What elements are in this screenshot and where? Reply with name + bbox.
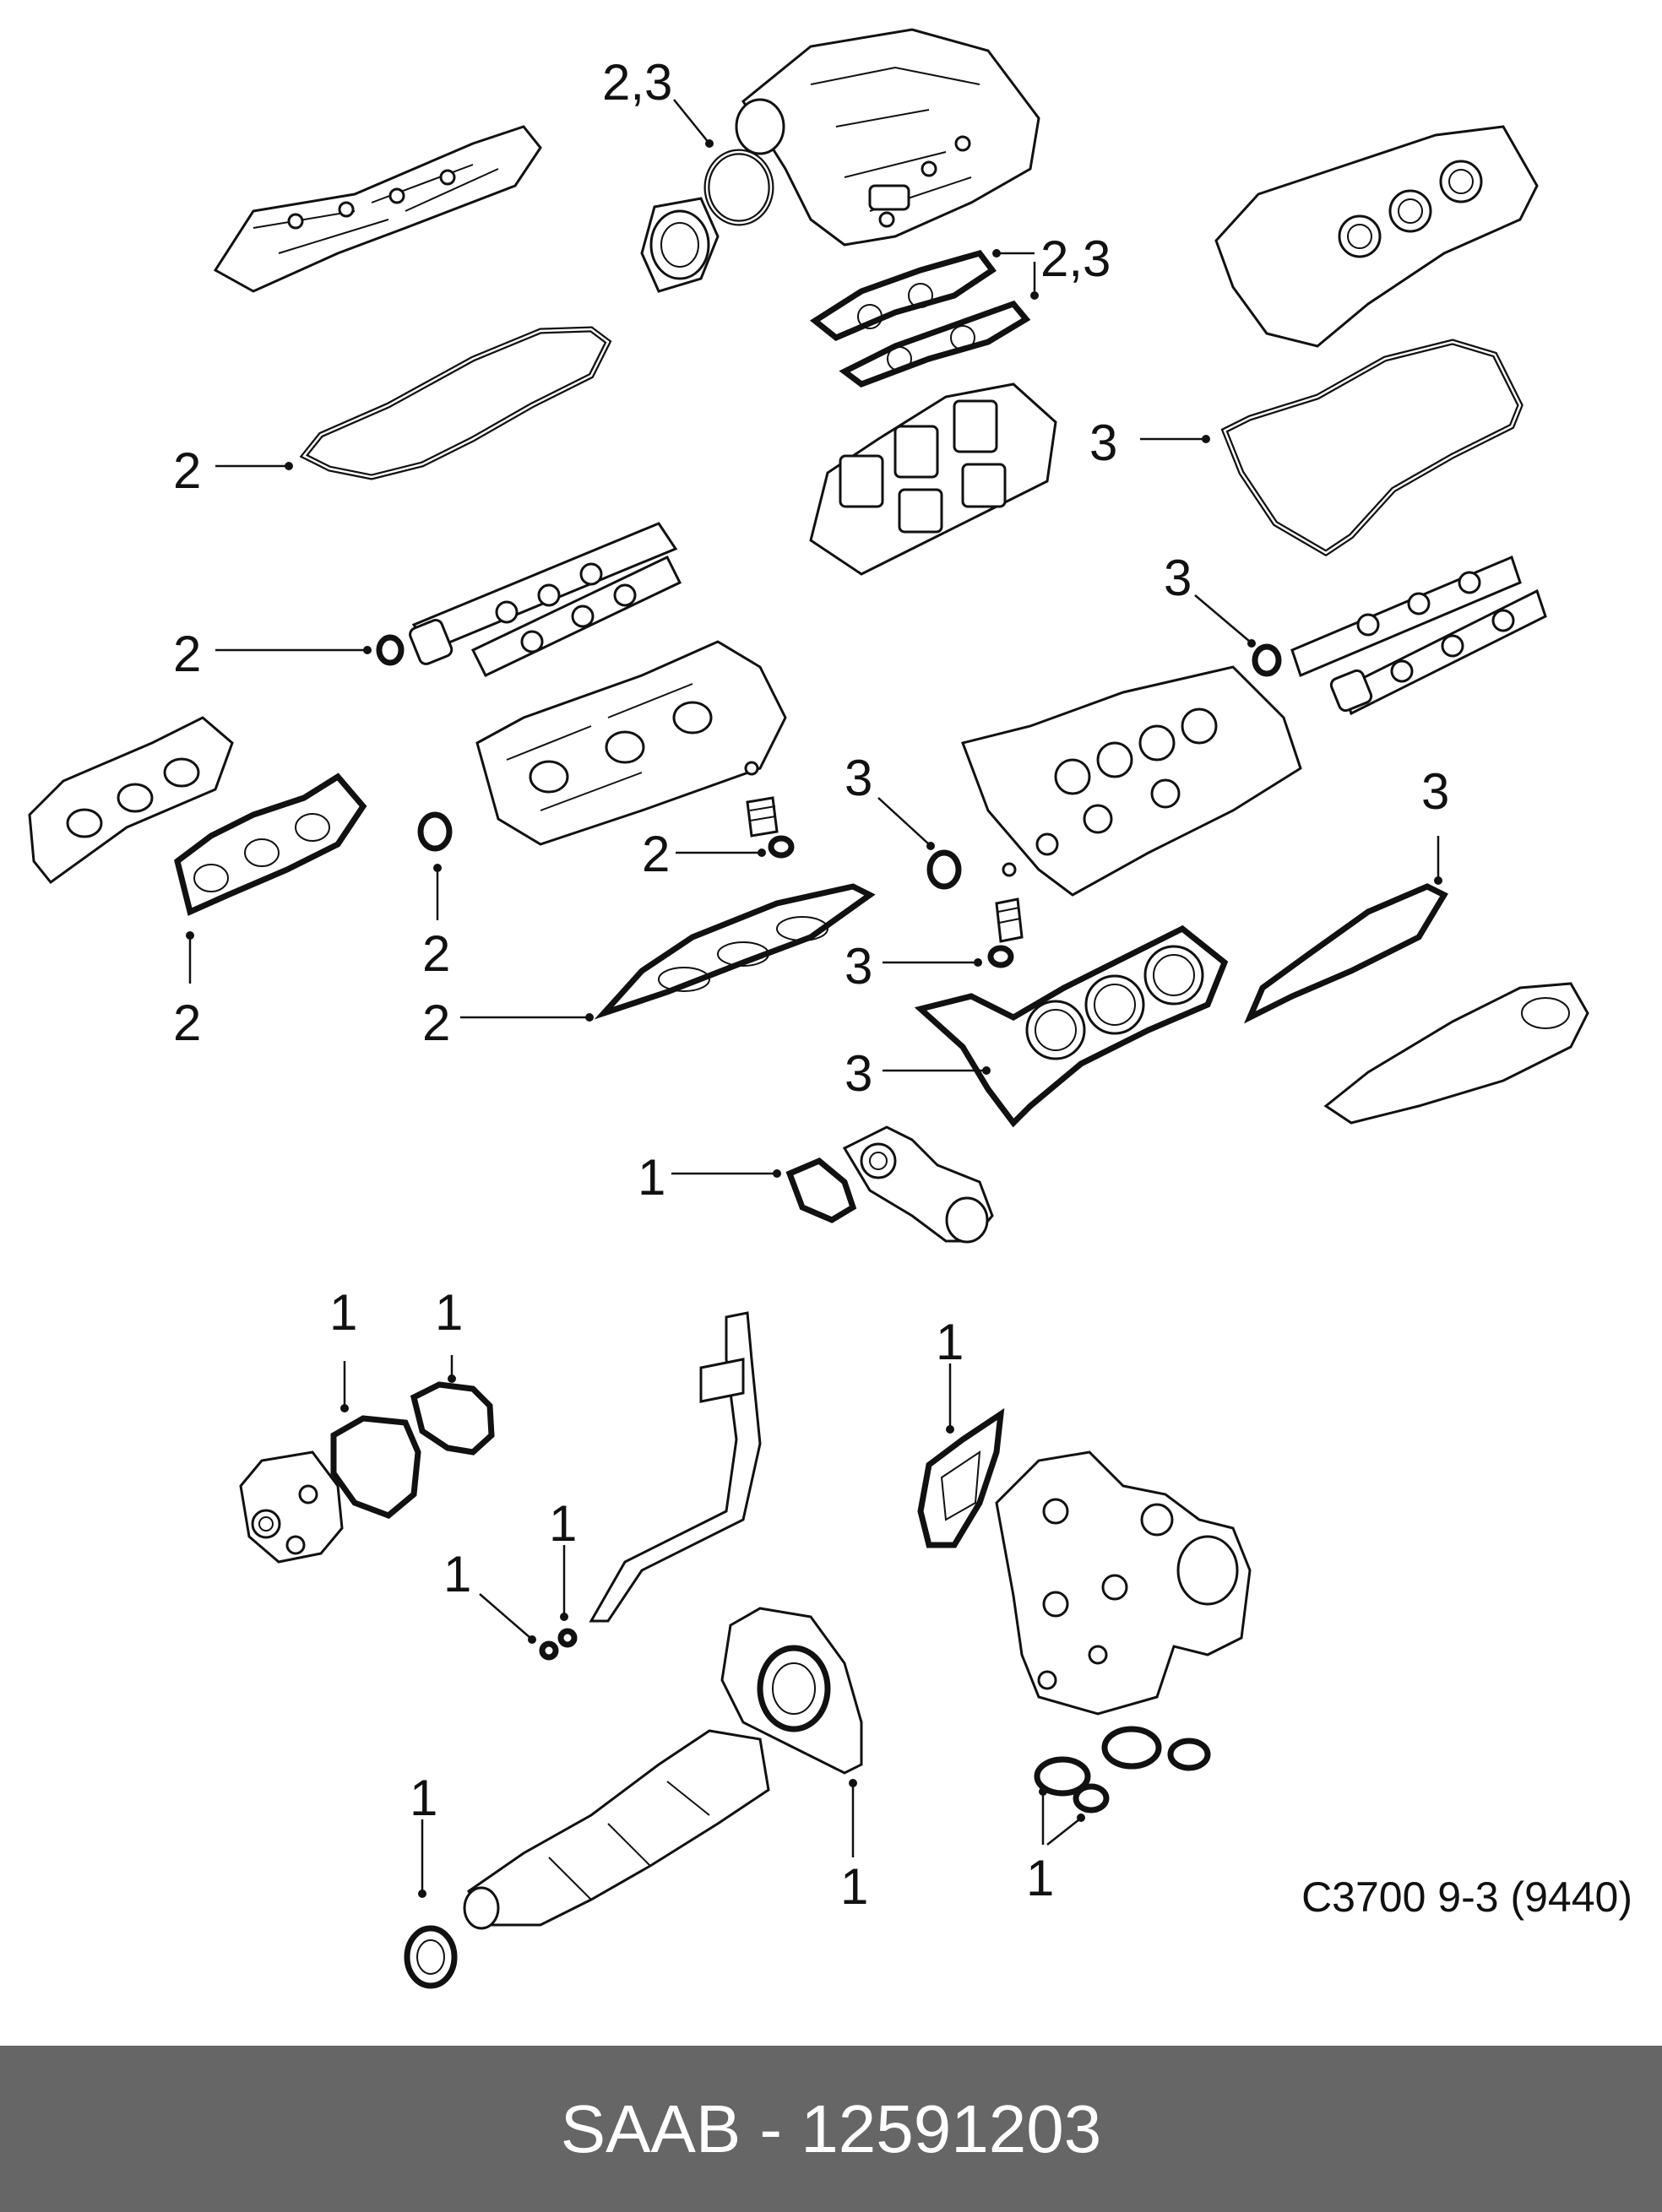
callout-oil-cooler-gasket: 1 bbox=[936, 1314, 964, 1370]
footer-title: SAAB - 12591203 bbox=[560, 2090, 1102, 2166]
right-front-seal bbox=[926, 849, 962, 890]
right-exhaust-manifold-gasket bbox=[1244, 883, 1448, 1024]
callout-right-exhaust-gasket: 3 bbox=[1421, 763, 1449, 820]
thermostat-gasket bbox=[785, 1157, 857, 1223]
oil-filter-orings bbox=[1034, 1726, 1211, 1814]
leader-lines bbox=[186, 99, 1442, 1898]
callout-right-cam-seal: 3 bbox=[1164, 550, 1192, 606]
intake-manifold-gaskets bbox=[809, 249, 1031, 388]
callout-dipstick-oring: 1 bbox=[443, 1546, 471, 1602]
throttle-body bbox=[640, 197, 720, 293]
water-pump-gasket-2 bbox=[410, 1381, 495, 1456]
callout-left-cam-seal: 2 bbox=[173, 626, 201, 682]
right-camshafts bbox=[1290, 555, 1547, 716]
right-valve-cover bbox=[1214, 125, 1539, 348]
left-camshafts bbox=[409, 522, 682, 677]
left-cylinder-head bbox=[475, 640, 787, 846]
water-pump bbox=[239, 1450, 344, 1564]
footer-bar: SAAB - 12591203 bbox=[0, 2046, 1662, 2212]
right-camshaft-seal bbox=[1252, 643, 1282, 677]
right-valve-stem-seal bbox=[987, 862, 1024, 968]
left-camshaft-seal bbox=[376, 634, 405, 666]
callout-labels: 2,3 2,3 2 3 2 3 2 2 3 3 2 2 3 3 1 1 1 1 … bbox=[173, 54, 1449, 1915]
rear-main-seal-housing bbox=[720, 1607, 863, 1775]
left-front-seal bbox=[417, 811, 453, 852]
water-pump-gasket bbox=[330, 1415, 421, 1519]
left-valve-cover bbox=[213, 125, 542, 293]
oil-cooler-housing bbox=[995, 1450, 1252, 1716]
callout-left-exhaust-gasket: 2 bbox=[173, 995, 201, 1051]
right-exhaust-manifold bbox=[1323, 982, 1589, 1125]
left-head-gasket bbox=[594, 883, 876, 1020]
left-exhaust-manifold-gasket bbox=[174, 773, 367, 916]
callout-left-cover-gasket: 2 bbox=[173, 442, 201, 499]
callout-right-front-seal: 3 bbox=[845, 750, 872, 806]
callout-oil-filter-orings: 1 bbox=[1026, 1850, 1054, 1906]
upper-intake-manifold bbox=[735, 28, 1040, 247]
right-valve-cover-gasket bbox=[1220, 339, 1524, 557]
left-valve-stem-seal bbox=[744, 761, 795, 859]
callout-water-pump-gasket-2: 1 bbox=[435, 1284, 463, 1341]
callout-right-valve-seal: 3 bbox=[845, 938, 872, 995]
crankshaft bbox=[463, 1729, 770, 1930]
callout-intake-gaskets: 2,3 bbox=[1040, 230, 1111, 287]
left-exhaust-manifold bbox=[28, 716, 234, 885]
callout-left-head-gasket: 2 bbox=[422, 995, 450, 1051]
left-valve-cover-gasket bbox=[299, 326, 612, 480]
lower-intake-manifold bbox=[809, 382, 1057, 576]
callout-rear-main-seal: 1 bbox=[840, 1858, 868, 1915]
diagram-reference-code: C3700 9-3 (9440) bbox=[1301, 1873, 1632, 1921]
dipstick-orings bbox=[539, 1628, 578, 1661]
callout-front-crank-seal: 1 bbox=[410, 1770, 437, 1826]
right-head-gasket bbox=[914, 924, 1229, 1128]
thermostat-housing bbox=[842, 1125, 994, 1244]
callout-dipstick-oring-2: 1 bbox=[549, 1495, 577, 1552]
front-crankshaft-seal bbox=[404, 1925, 458, 1989]
dipstick-tube bbox=[589, 1311, 762, 1623]
callout-water-pump-gasket: 1 bbox=[329, 1284, 357, 1341]
callout-thermostat-gasket: 1 bbox=[638, 1149, 665, 1206]
callout-throttle-gasket: 2,3 bbox=[602, 54, 672, 111]
callout-left-valve-seal: 2 bbox=[642, 826, 670, 882]
throttle-body-gasket bbox=[703, 149, 774, 226]
callout-right-cover-gasket: 3 bbox=[1089, 415, 1117, 471]
callout-right-head-gasket: 3 bbox=[845, 1045, 872, 1102]
exploded-parts-diagram: 2,3 2,3 2 3 2 3 2 2 3 3 2 2 3 3 1 1 1 1 … bbox=[28, 28, 1589, 1989]
oil-cooler-gasket bbox=[917, 1407, 1005, 1548]
right-cylinder-head bbox=[961, 665, 1302, 897]
callout-left-front-seal: 2 bbox=[422, 925, 450, 982]
